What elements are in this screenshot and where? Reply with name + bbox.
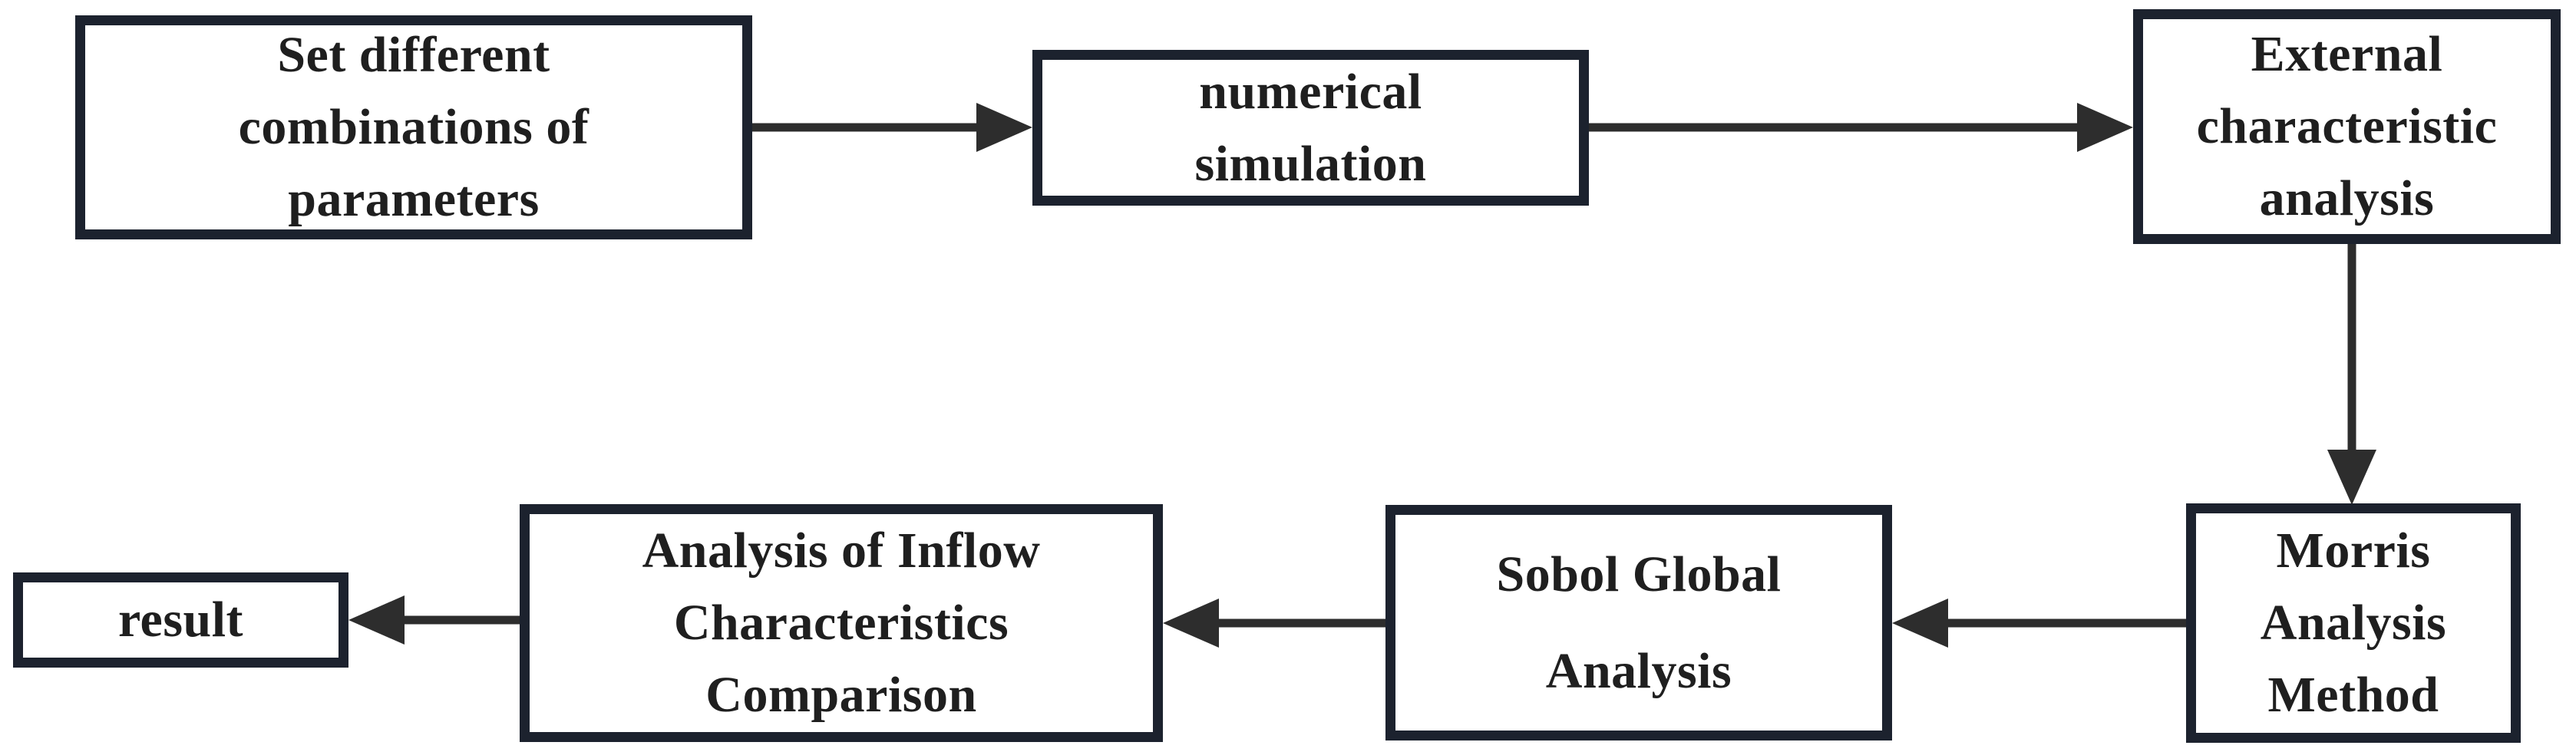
node-external-characteristic-analysis: External characteristic analysis — [2133, 9, 2561, 244]
node-result: result — [13, 572, 348, 668]
node-label: External characteristic analysis — [2196, 26, 2498, 226]
arrowhead-right-icon — [976, 103, 1032, 152]
edge-morris-analysis-method-to-sobol-global-analysis — [1892, 599, 2186, 648]
arrowhead-right-icon — [2077, 103, 2133, 152]
edge-set-parameters-to-numerical-simulation — [752, 103, 1032, 152]
node-set-parameters: Set different combinations of parameters — [75, 15, 752, 239]
node-label: Analysis of Inflow Characteristics Compa… — [642, 523, 1041, 723]
node-label: Set different combinations of parameters — [238, 27, 590, 227]
arrowhead-left-icon — [1892, 599, 1948, 648]
edge-sobol-global-analysis-to-inflow-characteristics-comparison — [1163, 599, 1385, 648]
arrowhead-down-icon — [2327, 450, 2376, 505]
arrowhead-left-icon — [348, 595, 405, 645]
edge-inflow-characteristics-comparison-to-result — [348, 595, 521, 645]
node-label: Morris Analysis Method — [2260, 523, 2447, 723]
node-inflow-characteristics-comparison: Analysis of Inflow Characteristics Compa… — [520, 504, 1163, 742]
edge-external-characteristic-analysis-to-morris-analysis-method — [2327, 244, 2376, 505]
node-label: Sobol Global Analysis — [1496, 546, 1782, 699]
node-label: numerical simulation — [1194, 63, 1427, 192]
arrowhead-left-icon — [1163, 599, 1219, 648]
edge-numerical-simulation-to-external-characteristic-analysis — [1589, 103, 2133, 152]
node-numerical-simulation: numerical simulation — [1032, 50, 1589, 206]
node-sobol-global-analysis: Sobol Global Analysis — [1385, 505, 1892, 740]
node-label: result — [117, 592, 244, 648]
node-morris-analysis-method: Morris Analysis Method — [2186, 503, 2521, 743]
